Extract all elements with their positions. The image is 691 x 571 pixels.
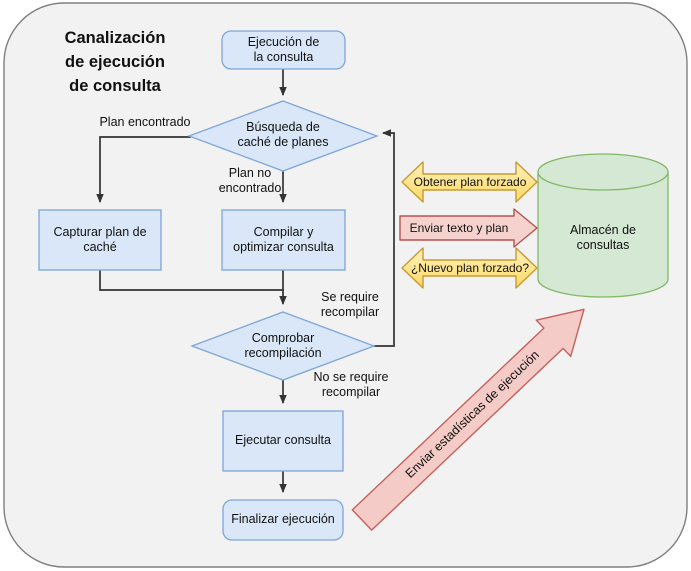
node-check-recompile [190, 311, 376, 381]
new-forced-plan-arrow [401, 247, 538, 289]
connector-recompile-feedback [374, 129, 395, 347]
node-plan-cache-lookup [187, 100, 379, 172]
node-start [221, 30, 346, 70]
query-store-cylinder-top [537, 153, 669, 191]
diagram-frame [3, 2, 688, 568]
connector-capture-merge [99, 270, 284, 291]
node-capture-plan [38, 209, 162, 271]
connector-plan-found [96, 136, 191, 204]
send-exec-stats-arrow [351, 308, 585, 531]
send-exec-stats-arrow-group [351, 308, 585, 531]
obtain-forced-plan-arrow [401, 161, 538, 203]
node-compile-optimize [221, 209, 346, 271]
node-finish-execution [222, 499, 344, 541]
query-store-cylinder-body [537, 171, 669, 298]
node-execute-query [222, 410, 344, 472]
send-text-plan-arrow [399, 208, 538, 248]
